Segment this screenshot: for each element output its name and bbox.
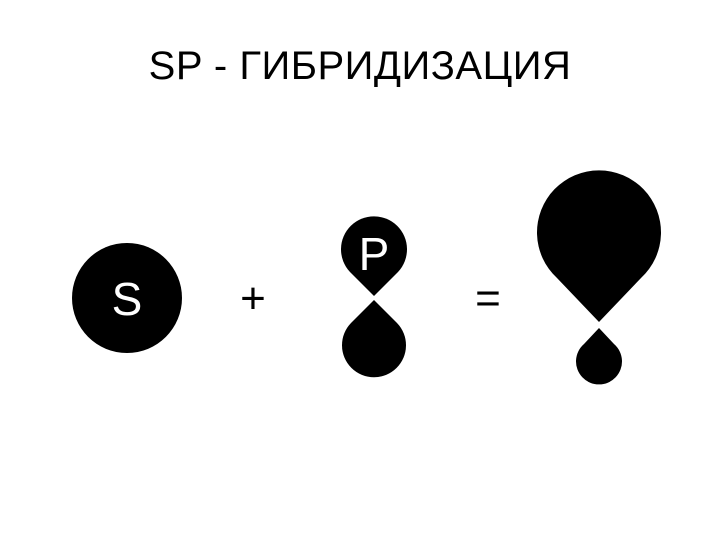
sp-hybrid-orbital	[537, 170, 661, 385]
s-orbital-label: S	[112, 273, 143, 325]
s-orbital-sphere	[72, 243, 182, 353]
page-title: SP - ГИБРИДИЗАЦИЯ	[148, 44, 572, 88]
equals-sign: =	[475, 274, 501, 323]
p-orbital-lower-lobe	[342, 300, 406, 378]
p-orbital-upper-lobe	[341, 216, 407, 296]
sp-hybrid-large-lobe	[537, 170, 661, 322]
p-orbital-label: P	[359, 228, 390, 280]
plus-sign: +	[240, 274, 266, 323]
p-orbital: P	[341, 216, 407, 378]
sp-hybrid-small-lobe	[575, 328, 622, 385]
s-orbital: S	[72, 243, 182, 353]
